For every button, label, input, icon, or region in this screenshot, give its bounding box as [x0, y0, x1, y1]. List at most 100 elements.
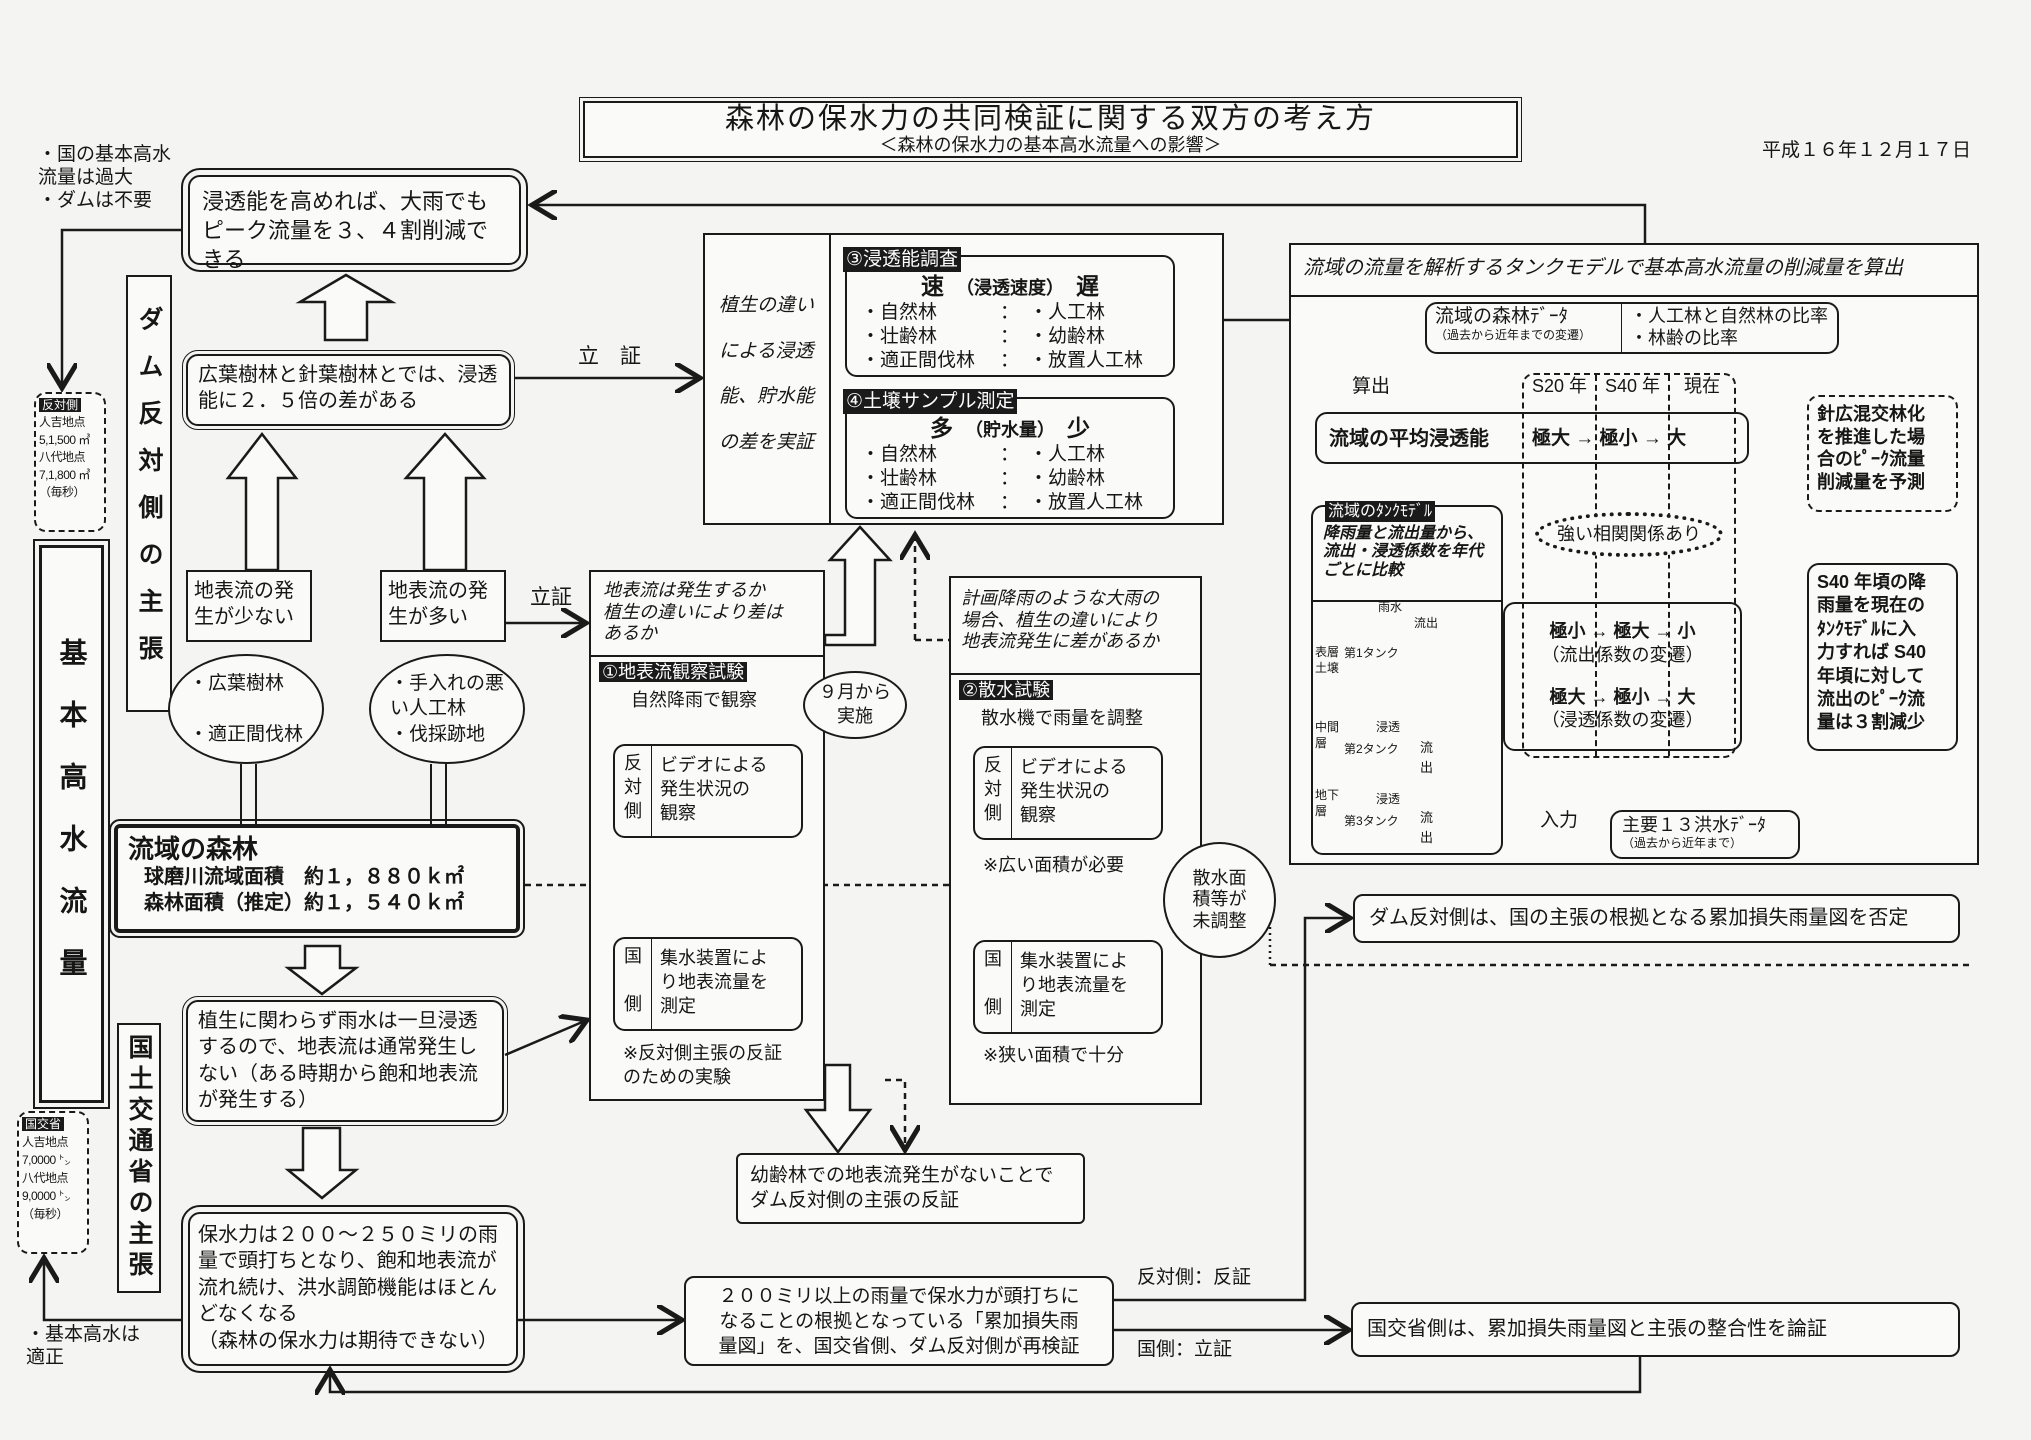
era-s40: S40 年	[1605, 376, 1661, 396]
layer-surface: 表層 土壌	[1315, 645, 1340, 675]
avg-infiltration-values: 極大 → 極小 → 大	[1532, 428, 1687, 449]
survey3-slow: 遅	[1076, 273, 1099, 299]
infil-values: 極大 → 極小 → 大	[1549, 686, 1696, 707]
capacity-limit-box: 保水力は２００～２５０ミリの雨量で頭打ちとなり、飽和地表流が流れ続け、洪水調節機…	[181, 1205, 525, 1373]
block-arrow-up	[295, 273, 397, 342]
survey-right-item: ・幼齢林	[1029, 325, 1106, 347]
survey-left-item: ・壮齢林	[861, 325, 938, 347]
era-columns: S20 年 S40 年 現在	[1522, 373, 1736, 758]
opp-refute-label: 反対側：反証	[1137, 1267, 1252, 1288]
tank-divider	[1313, 600, 1501, 602]
forest-data-title: 流域の森林ﾃﾞｰﾀ	[1435, 306, 1569, 327]
layer-ground: 地下 層	[1315, 788, 1340, 818]
tank-panel-header: 流域の流量を解析するタンクモデルで基本高水流量の削減量を算出	[1291, 245, 1977, 297]
peak-reduction-box: 浸透能を高めれば、大雨でもピーク流量を３、４割削減できる	[181, 168, 528, 272]
infiltration-2: 浸透	[1376, 792, 1401, 806]
survey-right-item: ・人工林	[1029, 444, 1106, 465]
tank-tag: 流域のﾀﾝｸﾓﾃﾞﾙ	[1325, 501, 1436, 523]
surface-panel: 地表流は発生するか 植生の違いにより差は あるか ①地表流観察試験 自然降雨で観…	[589, 570, 825, 1101]
page-subtitle: ＜森林の保水力の基本高水流量への影響＞	[879, 135, 1222, 155]
outflow-1: 流出	[1414, 616, 1439, 630]
outflow-3: 流 出	[1420, 810, 1434, 845]
survey-separator: ：	[1000, 467, 1020, 489]
survey-right-item: ・放置人工林	[1029, 349, 1144, 371]
sprinkle-gov-text: 集水装置によ り地表流量を 測定	[1020, 951, 1128, 1019]
always-infiltrate-box: 植生に関わらず雨水は一旦浸透するので、地表流は通常発生しない（ある時期から飽和地…	[182, 996, 508, 1126]
coefficient-box: 極小 → 極大 → 小 （流出係数の変遷） 極大 → 極小 → 大 （浸透係数の…	[1503, 602, 1742, 751]
tank-1: 第1タンク	[1344, 646, 1399, 660]
panel-divider	[829, 235, 831, 523]
block-arrow-down	[284, 1126, 360, 1200]
ministry-claim-note: ・基本高水は 適正	[26, 1324, 141, 1368]
forest-area: 森林面積（推定）約１，５４０ｋ㎡	[144, 892, 464, 915]
sprinkle-opp-text: ビデオによる 発生状況の 観察	[1020, 757, 1128, 825]
more-runoff-box: 地表流の発 生が多い	[380, 570, 506, 642]
block-arrow-up	[403, 432, 487, 572]
stem-line	[445, 764, 447, 824]
date: 平成１６年１２月１７日	[1762, 140, 1972, 161]
ministry-label: 国土交通省の主張	[117, 1023, 161, 1293]
vegetation-panel: 植生の違い による浸透 能、貯水能 の差を実証 ③浸透能調査 速（浸透速度）遅 …	[703, 233, 1224, 525]
title-box: 森林の保水力の共同検証に関する双方の考え方 ＜森林の保水力の基本高水流量への影響…	[579, 97, 1522, 162]
era-s20: S20 年	[1532, 376, 1588, 396]
runoff-label: （流出係数の変遷）	[1541, 644, 1704, 665]
forest-data-items: ・人工林と自然林の比率 ・林齢の比率	[1630, 306, 1828, 348]
forest-data-box: 流域の森林ﾃﾞｰﾀ （過去から近年までの変遷） ・人工林と自然林の比率 ・林齢の…	[1425, 302, 1839, 354]
tank-desc: 降雨量と流出量から、流出・浸透係数を年代ごとに比較	[1323, 525, 1484, 579]
survey-separator: ：	[1000, 349, 1020, 371]
basic-flow-label: 基本高水流量	[33, 539, 110, 1109]
sprinkle-opp-side: 反 対 側	[975, 748, 1012, 838]
stem-line	[240, 764, 242, 824]
infiltration-1: 浸透	[1376, 720, 1401, 734]
stem-line	[255, 764, 257, 824]
survey4-less: 少	[1067, 415, 1090, 441]
vegetation-side-text: 植生の違い による浸透 能、貯水能 の差を実証	[719, 295, 815, 453]
watershed-area: 球磨川流域面積 約１，８８０ｋ㎡	[144, 866, 464, 888]
survey-row: ・壮齢林 ： ・幼齢林	[861, 325, 1159, 349]
infil-label: （浸透係数の変遷）	[1541, 710, 1704, 731]
ministry-argue-box: 国交省側は、累加損失雨量図と主張の整合性を論証	[1351, 1302, 1960, 1357]
opponent-deny-box: ダム反対側は、国の主張の根拠となる累加損失雨量図を否定	[1353, 894, 1960, 943]
survey-row: ・自然林：・人工林	[861, 443, 1159, 467]
survey-separator: ：	[1000, 325, 1020, 347]
block-arrow-up	[225, 431, 299, 572]
avg-infiltration-label: 流域の平均浸透能	[1329, 428, 1489, 450]
arrow-infiltrate-to-surface	[504, 1020, 587, 1057]
block-arrow-down	[284, 944, 360, 996]
ministry-flow-values: 人吉地点 7,0000 ㌧ 八代地点 9,0000 ㌧ （毎秒）	[22, 1135, 71, 1222]
broadleaf-diff-box: 広葉樹林と針葉樹林とでは、浸透能に２．５倍の差がある	[182, 350, 515, 430]
sprinkle-gov-side: 国 側	[975, 942, 1012, 1032]
block-arrow-up	[823, 525, 893, 647]
watershed-forest-box: 流域の森林 球磨川流域面積 約１，８８０ｋ㎡ 森林面積（推定）約１，５４０ｋ㎡	[109, 819, 525, 938]
survey-row: ・適正間伐林：・放置人工林	[861, 491, 1159, 515]
result-box: S40 年頃の降 雨量を現在の ﾀﾝｸﾓﾃﾞﾙに入 力すれば S40 年頃に対し…	[1807, 563, 1958, 751]
survey4-more: 多	[930, 415, 953, 441]
poor-forest-ellipse: ・手入れの悪 い人工林 ・伐採跡地	[369, 654, 525, 764]
survey-right-item: ・人工林	[1029, 302, 1106, 323]
survey-left-item: ・自然林	[861, 302, 938, 323]
survey3-fast: 速	[921, 273, 944, 299]
surface-opp-text: ビデオによる 発生状況の 観察	[660, 755, 768, 823]
era-now: 現在	[1684, 376, 1721, 396]
opponent-flow-values: 人吉地点 5,1,500 ㎥ 八代地点 7,1,800 ㎥ （毎秒）	[39, 415, 90, 499]
sprinkle-gov-box: 国 側 集水装置によ り地表流量を 測定	[973, 940, 1163, 1034]
tank-2: 第2タンク	[1344, 742, 1399, 756]
surface-gov-side: 国 側	[615, 939, 652, 1029]
stem-line	[430, 764, 432, 824]
surface-note: ※反対側主張の反証 のための実験	[623, 1043, 783, 1087]
dam-opponent-label: ダム反対側の主張	[126, 275, 172, 712]
survey4-box: ④土壌サンプル測定 多（貯水量）少 ・自然林：・人工林・壮齢林：・幼齢林・適正間…	[843, 389, 1175, 519]
unadjusted-note: 散水面 積等が 未調整	[1163, 842, 1276, 958]
correlation-ellipse: 強い相関関係あり	[1535, 512, 1723, 557]
sprinkle-note-wide: ※広い面積が必要	[983, 855, 1125, 875]
sprinkle-tag: ②散水試験	[959, 680, 1054, 700]
survey-separator: ：	[1000, 302, 1020, 323]
survey3-rows: ・自然林：・人工林・壮齢林：・幼齢林・適正間伐林：・放置人工林	[861, 301, 1159, 372]
survey4-tag: ④土壌サンプル測定	[843, 389, 1018, 415]
page-title: 森林の保水力の共同検証に関する双方の考え方	[724, 103, 1376, 135]
flood-data-box: 主要１３洪水ﾃﾞｰﾀ （過去から近年まで）	[1610, 810, 1800, 859]
september-note: ９月から 実施	[803, 671, 907, 739]
broadleaf-ellipse: ・広葉樹林 ・適正間伐林	[168, 654, 324, 764]
survey4-rows: ・自然林：・人工林・壮齢林：・幼齢林・適正間伐林：・放置人工林	[861, 443, 1159, 514]
ministry-tag: 国交省	[22, 1117, 65, 1131]
